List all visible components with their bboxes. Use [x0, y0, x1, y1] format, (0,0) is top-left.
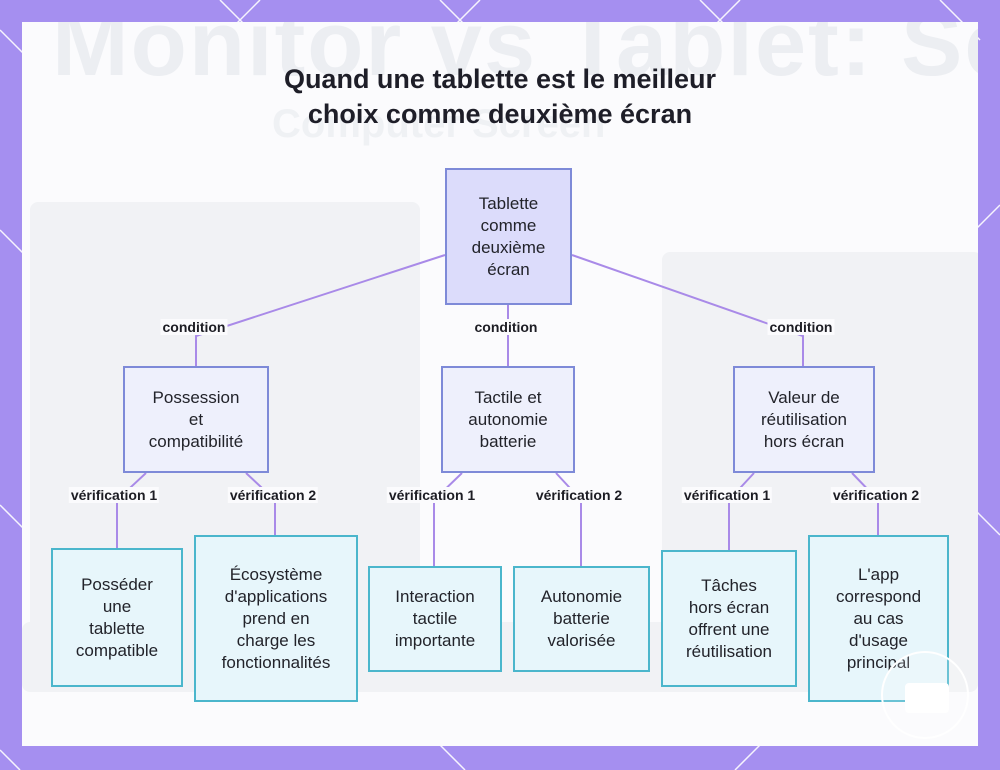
node-text: compatible — [75, 640, 159, 660]
edge-label-check: vérification 2 — [227, 487, 319, 503]
node-text: hors écran — [763, 431, 845, 451]
diagram-title: Quand une tablette est le meilleur choix… — [0, 62, 1000, 132]
connector-branch1-leaf2 — [245, 472, 276, 535]
branch-node-tactile: Tactile et autonomie batterie — [441, 366, 575, 473]
edge-label-check: vérification 1 — [681, 487, 773, 503]
background-watermark: Monitor vs Tablet: Secon — [52, 22, 978, 95]
node-text: tablette — [89, 618, 145, 638]
connector-branch3-leaf1 — [728, 472, 755, 550]
node-text: réutilisation — [686, 641, 772, 661]
edge-label-check: vérification 2 — [830, 487, 922, 503]
node-text: tactile — [412, 609, 458, 628]
node-text: au cas — [853, 608, 904, 628]
root-node: Tablette comme deuxième écran — [445, 168, 572, 305]
leaf-node: Autonomie batterie valorisée — [513, 566, 650, 672]
node-text: fonctionnalités — [221, 652, 331, 672]
node-text: importante — [394, 631, 476, 650]
branch-node-reutilisation: Valeur de réutilisation hors écran — [733, 366, 875, 473]
node-text: Tâches — [701, 575, 757, 595]
edge-label-check: vérification 1 — [68, 487, 160, 503]
title-line: Quand une tablette est le meilleur — [283, 64, 717, 94]
chat-bubble-button[interactable] — [881, 651, 969, 739]
node-text: Tactile et — [474, 387, 542, 407]
node-text: correspond — [835, 586, 922, 606]
leaf-node: Écosystème d'applications prend en charg… — [194, 535, 358, 702]
node-text: Interaction — [395, 587, 475, 606]
node-text: d'usage — [848, 630, 909, 650]
node-text: batterie — [479, 431, 537, 451]
node-text: et — [188, 409, 204, 429]
node-text: écran — [487, 259, 530, 279]
leaf-node: Tâches hors écran offrent une réutilisat… — [661, 550, 797, 687]
edge-label-condition: condition — [160, 319, 228, 335]
node-text: Écosystème — [229, 564, 323, 584]
node-text: Tablette — [478, 193, 539, 213]
node-text: Posséder — [81, 574, 153, 594]
chat-bubble-icon — [905, 683, 949, 713]
node-text: Possession — [152, 387, 240, 407]
node-text: valorisée — [547, 631, 616, 650]
node-text: offrent une — [688, 619, 770, 639]
edge-label-check: vérification 2 — [533, 487, 625, 503]
node-text: d'applications — [224, 586, 328, 606]
edge-label-condition: condition — [767, 319, 835, 335]
node-text: réutilisation — [761, 409, 847, 429]
connector-root-branch1 — [195, 254, 446, 366]
node-text: batterie — [553, 609, 610, 628]
connector-root-branch3 — [571, 254, 804, 366]
connector-branch3-leaf2 — [851, 472, 879, 535]
edge-label-check: vérification 1 — [386, 487, 478, 503]
node-text: prend en — [242, 608, 310, 628]
node-text: charge les — [236, 630, 316, 650]
node-text: compatibilité — [148, 431, 244, 451]
node-text: deuxième — [471, 237, 546, 257]
leaf-node: Interaction tactile importante — [368, 566, 502, 672]
node-text: L'app — [857, 564, 900, 584]
node-text: autonomie — [468, 409, 548, 429]
node-text: une — [102, 596, 132, 616]
node-text: hors écran — [688, 597, 770, 617]
node-text: Autonomie — [540, 587, 623, 606]
edge-label-condition: condition — [472, 319, 540, 335]
connector-branch1-leaf1 — [116, 472, 147, 548]
branch-node-possession: Possession et compatibilité — [123, 366, 269, 473]
title-line: choix comme deuxième écran — [307, 99, 693, 129]
node-text: comme — [480, 215, 537, 235]
background-watermark-2: Computer Screen — [272, 102, 606, 146]
leaf-node: Posséder une tablette compatible — [51, 548, 183, 687]
node-text: Valeur de — [768, 387, 840, 407]
